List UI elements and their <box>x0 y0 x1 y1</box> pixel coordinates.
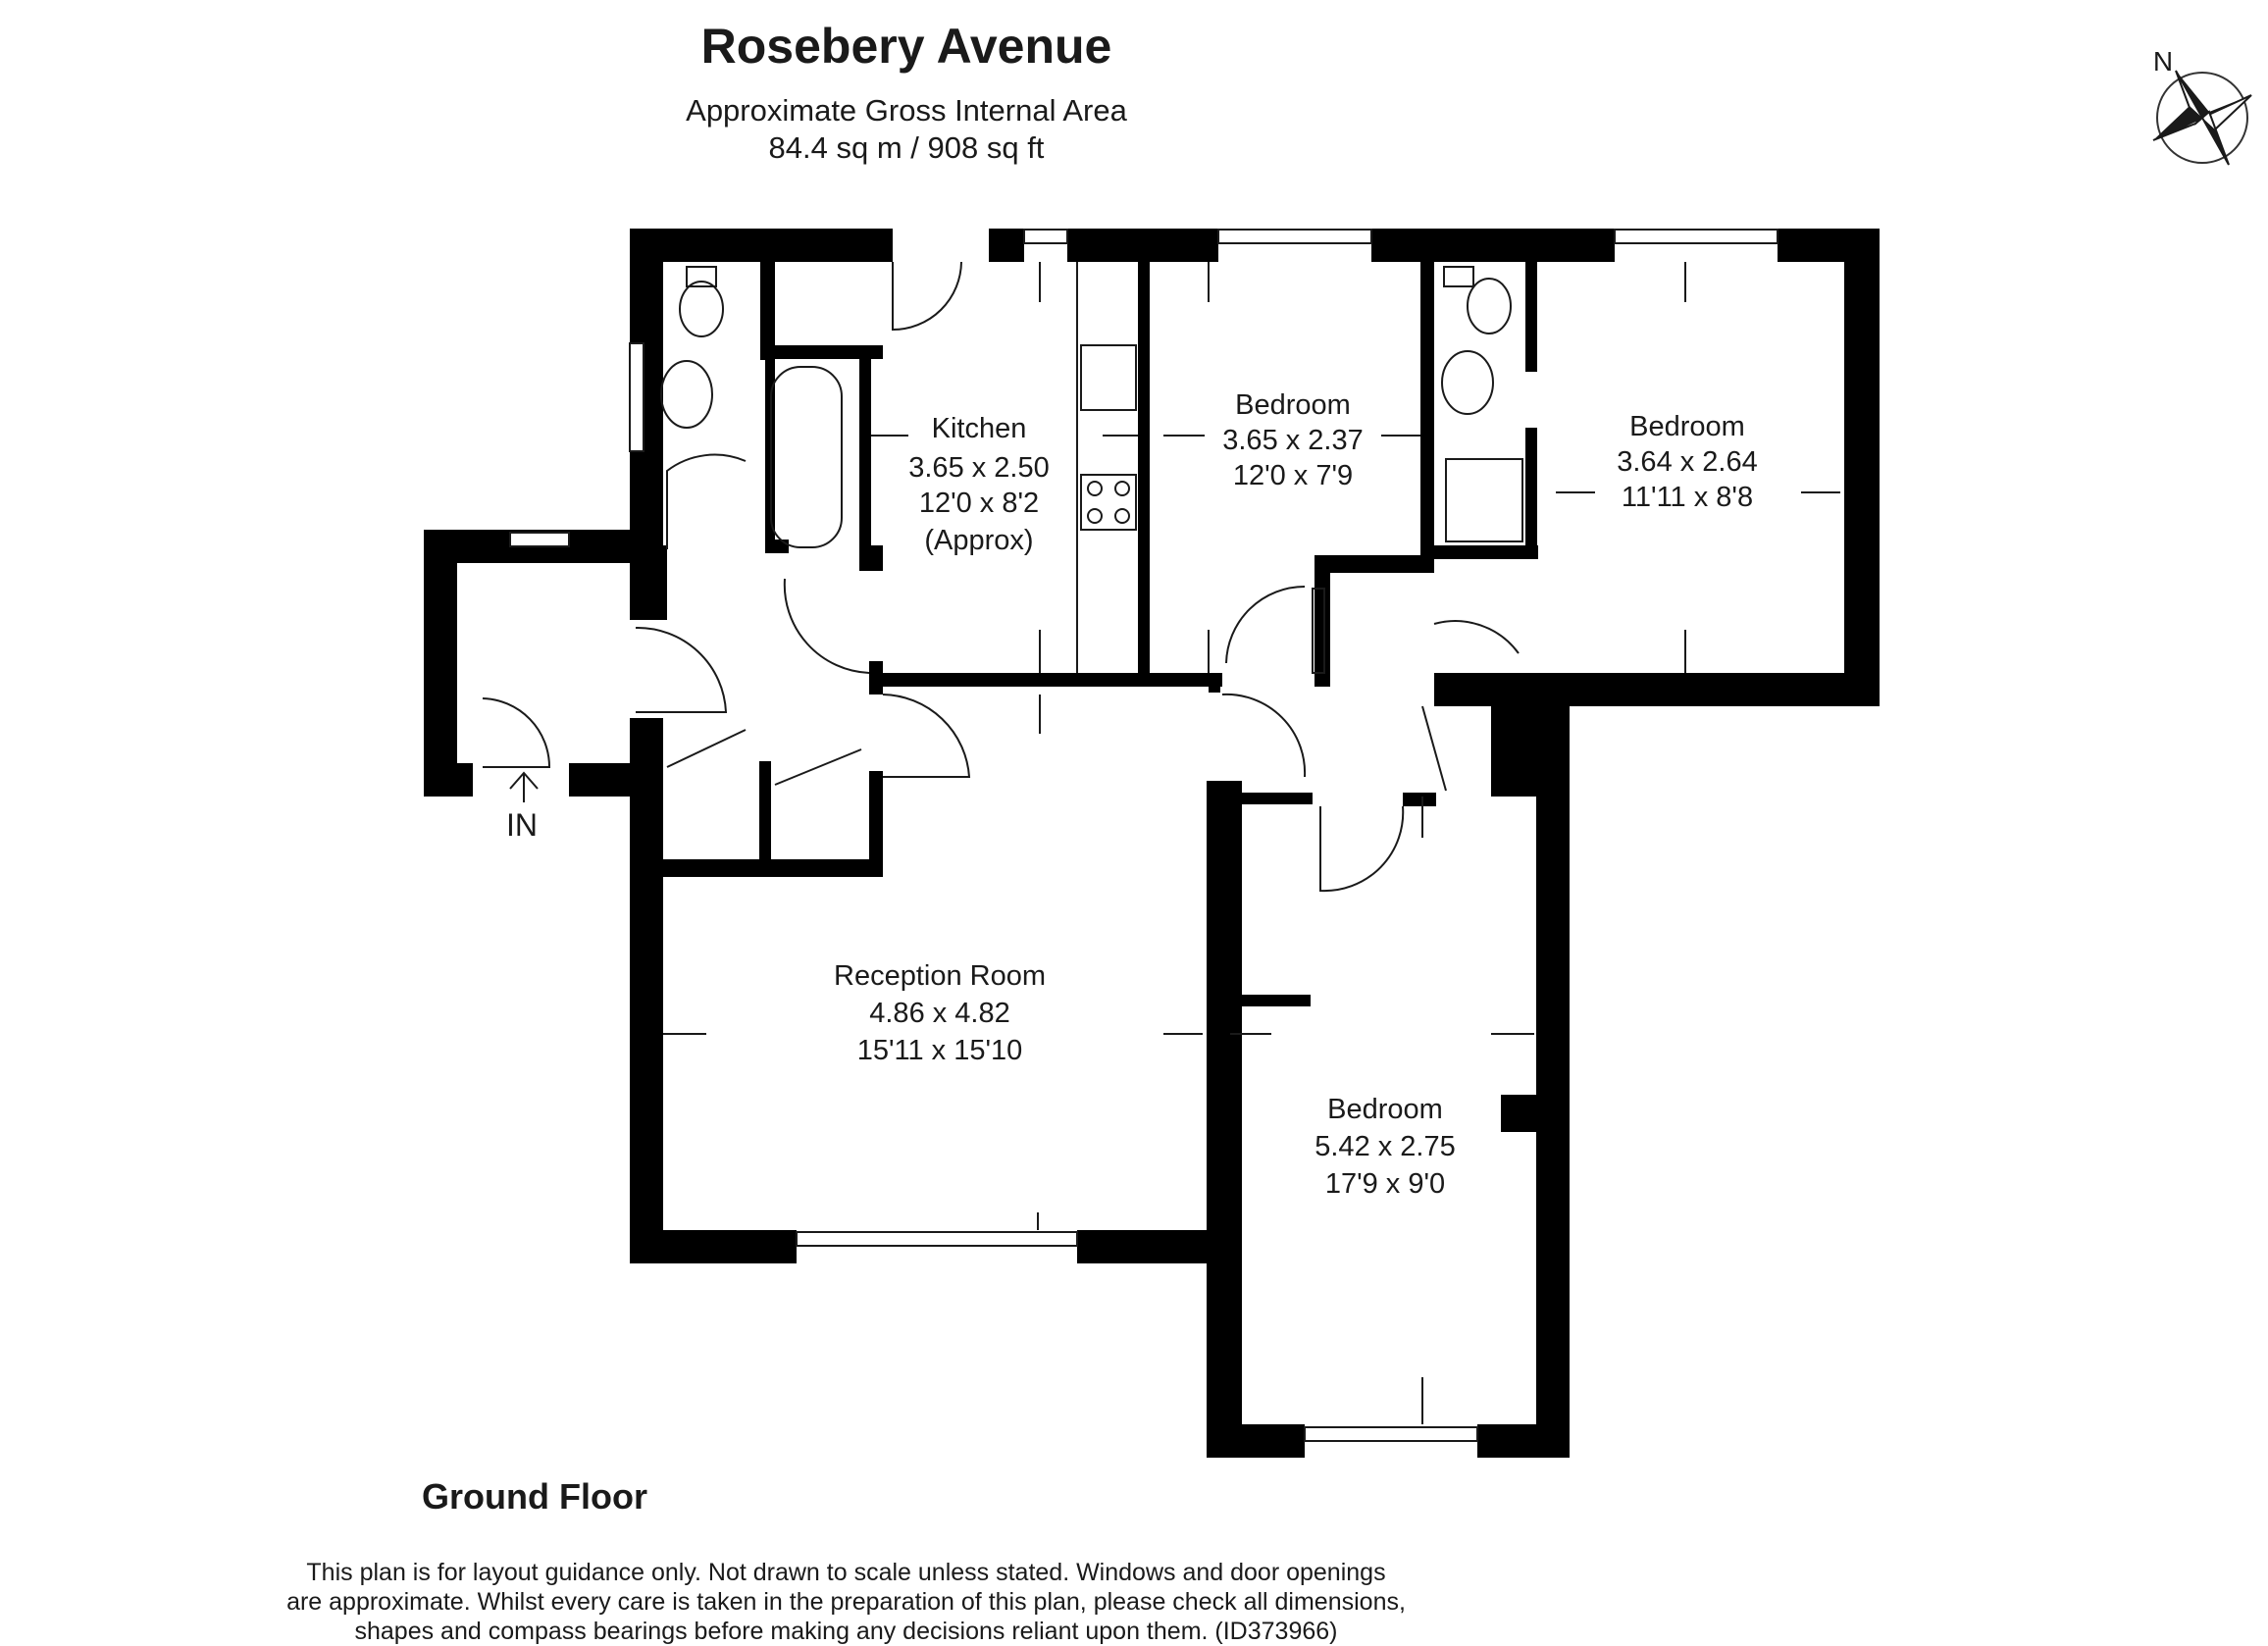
entrance-label: IN <box>506 807 538 843</box>
kitchen-metric: 3.65 x 2.50 <box>908 452 1050 484</box>
compass-icon <box>2152 70 2252 166</box>
disclaimer-line-3: shapes and compass bearings before makin… <box>354 1618 1338 1645</box>
windows <box>509 229 1778 1442</box>
dimension-markers <box>663 262 1840 1424</box>
toilet-icon-2 <box>1443 266 1474 287</box>
basin-icon <box>660 360 713 429</box>
sink-icon <box>1080 344 1137 411</box>
hob-icon <box>1080 474 1137 531</box>
area-label: Approximate Gross Internal Area <box>686 93 1127 128</box>
disclaimer-line-2: are approximate. Whilst every care is ta… <box>286 1588 1406 1616</box>
shower-icon <box>1445 458 1523 542</box>
doors <box>482 261 1520 893</box>
bath-icon <box>770 366 843 548</box>
bedroom-1-metric: 3.65 x 2.37 <box>1222 425 1364 456</box>
compass-north-label: N <box>2153 46 2173 77</box>
disclaimer-line-1: This plan is for layout guidance only. N… <box>306 1559 1386 1586</box>
bedroom-1-name: Bedroom <box>1235 389 1351 421</box>
reception-imperial: 15'11 x 15'10 <box>857 1035 1023 1066</box>
kitchen-name: Kitchen <box>932 413 1027 444</box>
bedroom-3-name: Bedroom <box>1327 1094 1443 1125</box>
area-value: 84.4 sq m / 908 sq ft <box>768 130 1045 165</box>
bedroom-2-imperial: 11'11 x 8'8 <box>1622 482 1753 513</box>
toilet-icon <box>686 266 717 287</box>
disclaimer: This plan is for layout guidance only. N… <box>0 1558 1692 1646</box>
room-reception: Reception Room 4.86 x 4.82 15'11 x 15'10 <box>834 960 1046 1066</box>
room-bedroom-3: Bedroom 5.42 x 2.75 17'9 x 9'0 <box>1314 1094 1456 1200</box>
kitchen-note: (Approx) <box>924 525 1033 556</box>
bedroom-1-imperial: 12'0 x 7'9 <box>1233 460 1353 491</box>
bedroom-2-metric: 3.64 x 2.64 <box>1617 446 1758 478</box>
floor-label: Ground Floor <box>422 1476 647 1517</box>
fixtures <box>660 262 1523 674</box>
room-kitchen: Kitchen 3.65 x 2.50 12'0 x 8'2 (Approx) <box>908 413 1050 556</box>
room-bedroom-1: Bedroom 3.65 x 2.37 12'0 x 7'9 <box>1222 389 1364 491</box>
walls <box>424 229 1880 1458</box>
reception-name: Reception Room <box>834 960 1046 992</box>
room-bedroom-2: Bedroom 3.64 x 2.64 11'11 x 8'8 <box>1617 411 1758 513</box>
basin-icon-2 <box>1441 350 1494 415</box>
kitchen-imperial: 12'0 x 8'2 <box>919 488 1039 519</box>
area-summary: Approximate Gross Internal Area 84.4 sq … <box>0 92 1813 167</box>
entrance-arrow-icon <box>509 771 539 802</box>
plan-title: Rosebery Avenue <box>700 19 1112 74</box>
reception-metric: 4.86 x 4.82 <box>869 998 1010 1029</box>
bedroom-3-imperial: 17'9 x 9'0 <box>1325 1168 1445 1200</box>
bedroom-3-metric: 5.42 x 2.75 <box>1314 1131 1456 1162</box>
bedroom-2-name: Bedroom <box>1629 411 1745 442</box>
